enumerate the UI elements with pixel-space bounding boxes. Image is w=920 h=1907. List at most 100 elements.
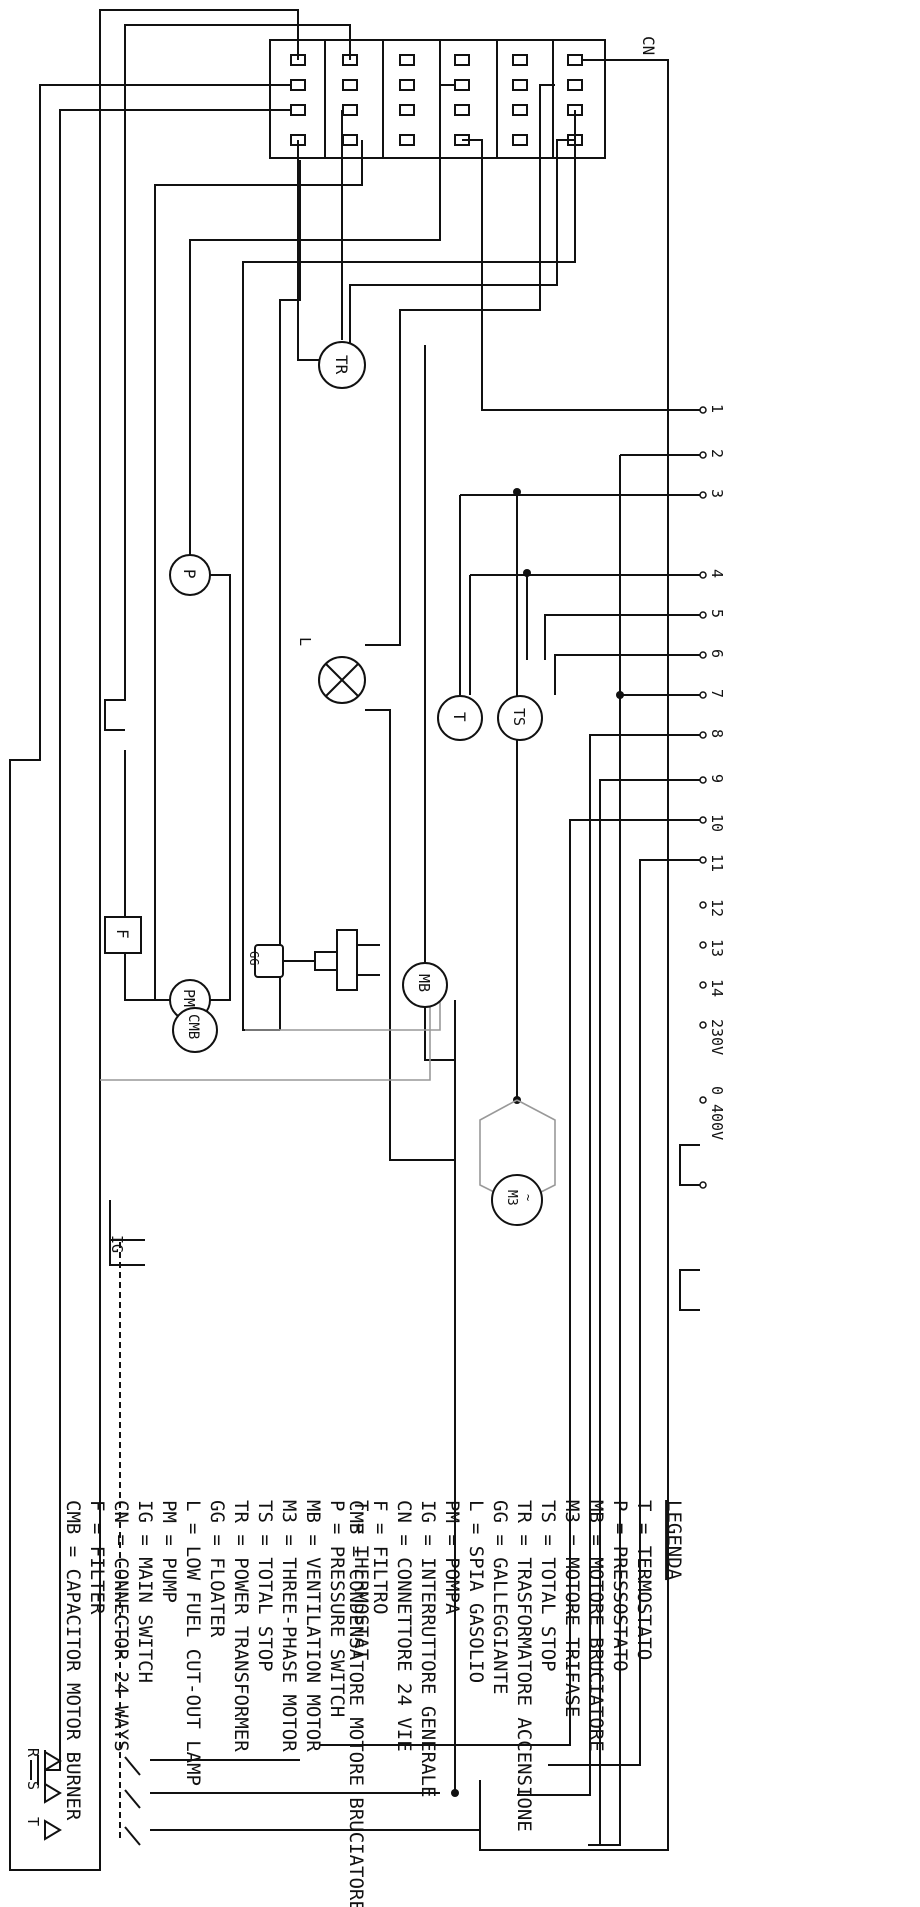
connector-pin — [399, 54, 415, 66]
phase-inputs: R S T — [24, 1748, 62, 1841]
terminal-dot — [699, 691, 707, 699]
terminal-dot — [699, 611, 707, 619]
connector-pin — [512, 134, 528, 146]
legend-item: GG = FLOATER — [206, 1500, 228, 1638]
component-cmb: CMB — [172, 1007, 218, 1053]
legend-item: F = FILTRO — [369, 1500, 391, 1614]
terminal-dot — [699, 901, 707, 909]
connector-pin — [512, 54, 528, 66]
component-p: P — [169, 554, 211, 596]
legend-item: T = TERMOSTATO — [633, 1500, 655, 1660]
terminal-label-11: 11 — [708, 854, 726, 872]
legend-item: PM = PUMP — [158, 1500, 180, 1603]
svg-text:TR: TR — [332, 355, 351, 375]
svg-text:P: P — [180, 569, 199, 579]
legend-item: CN = CONNETTORE 24 VIE — [393, 1500, 415, 1752]
legend-item: CMB = CAPACITOR MOTOR BURNER — [62, 1500, 84, 1821]
legend-item: P = PRESSURE SWITCH — [326, 1500, 348, 1717]
legend-item: M3 = MOTORE TRIFASE — [561, 1500, 583, 1717]
legend-item: F = FILTER — [86, 1500, 108, 1615]
connector-pin — [342, 134, 358, 146]
svg-text:IG: IG — [108, 1235, 126, 1253]
connector-pin — [399, 104, 415, 116]
legend-item: T = THERMOSTAT — [350, 1500, 372, 1660]
svg-text:TS: TS — [510, 708, 528, 726]
terminal-dot — [699, 451, 707, 459]
connector-pin — [512, 79, 528, 91]
svg-text:PM: PM — [180, 989, 198, 1007]
terminal-column — [699, 406, 707, 1189]
terminal-label-12: 12 — [708, 899, 726, 917]
svg-text:T: T — [24, 1817, 42, 1826]
legend-item: TS = TOTAL STOP — [537, 1500, 559, 1672]
svg-text:GG: GG — [247, 951, 261, 965]
component-gg-floater: GG — [247, 929, 380, 991]
terminal-dot — [699, 406, 707, 414]
terminal-label-5: 5 — [708, 609, 726, 618]
terminal-label-2: 2 — [708, 449, 726, 458]
svg-text:L: L — [296, 637, 314, 646]
terminal-label-13: 13 — [708, 939, 726, 957]
terminal-label-4: 4 — [708, 569, 726, 578]
connector-pin — [567, 54, 583, 66]
legend-item: TR = TRASFORMATORE ACCENSIONE — [513, 1500, 535, 1832]
legend-item: P = PRESSOSTATO — [609, 1500, 631, 1672]
connector-pin — [399, 79, 415, 91]
component-m3: M3 ~ — [491, 1174, 543, 1226]
terminal-label-7: 7 — [708, 689, 726, 698]
terminal-dot — [699, 776, 707, 784]
component-lamp-l: L — [296, 637, 366, 704]
terminal-dot — [699, 1021, 707, 1029]
svg-text:S: S — [24, 1781, 42, 1790]
connector-pin — [342, 79, 358, 91]
component-ts: TS — [497, 695, 543, 741]
component-t: T — [437, 695, 483, 741]
wires — [9, 9, 700, 1871]
terminal-dot — [699, 731, 707, 739]
terminal-dot — [699, 1096, 707, 1104]
connector-pin — [290, 79, 306, 91]
connector-pin — [454, 79, 470, 91]
legend-item: TR = POWER TRANSFORMER — [230, 1500, 252, 1752]
component-mb: MB — [402, 962, 448, 1008]
connector-label: CN — [639, 36, 658, 55]
terminal-dot — [699, 651, 707, 659]
legend-item: L = SPIA GASOLIO — [465, 1500, 487, 1683]
svg-text:M3: M3 — [504, 1190, 519, 1206]
connector-pin — [454, 54, 470, 66]
terminal-label-3: 3 — [708, 489, 726, 498]
connector-pin — [399, 134, 415, 146]
connector-pin — [567, 79, 583, 91]
svg-text:MB: MB — [415, 974, 433, 992]
legend-item: CMB = CONDENSATORE MOTORE BRUCIATORE — [345, 1500, 367, 1907]
svg-text:F: F — [113, 929, 132, 939]
terminal-label-10: 10 — [708, 814, 726, 832]
legend-item: GG = GALLEGGIANTE — [489, 1500, 511, 1694]
terminal-dot — [699, 941, 707, 949]
legend-item: M3 = THREE-PHASE MOTOR — [278, 1500, 300, 1752]
connector-pin — [342, 104, 358, 116]
svg-text:CMB: CMB — [185, 1014, 201, 1039]
terminal-label-8: 8 — [708, 729, 726, 738]
legend-title: LEGENDA — [663, 1500, 685, 1581]
component-f: F — [104, 916, 142, 954]
terminal-label-400v: 400V — [708, 1104, 726, 1140]
svg-text:T: T — [450, 712, 469, 722]
terminal-label-9: 9 — [708, 774, 726, 783]
terminal-dot — [699, 1181, 707, 1189]
legend-item: PM = POMPA — [441, 1500, 463, 1615]
terminal-dot — [699, 981, 707, 989]
terminal-dot — [699, 571, 707, 579]
terminal-label-1: 1 — [708, 404, 726, 413]
legend-item: IG = INTERRUTTORE GENERALE — [417, 1500, 439, 1797]
connector-cn — [269, 39, 606, 159]
legend-item: MB = MOTORE BRUCIATORE — [585, 1500, 607, 1752]
legend-item: TS = TOTAL STOP — [254, 1500, 276, 1672]
legend-item: CN = CONNECTOR 24 WAYS — [110, 1500, 132, 1752]
terminal-dot — [699, 491, 707, 499]
component-tr: TR — [318, 341, 366, 389]
terminal-label-14: 14 — [708, 979, 726, 997]
